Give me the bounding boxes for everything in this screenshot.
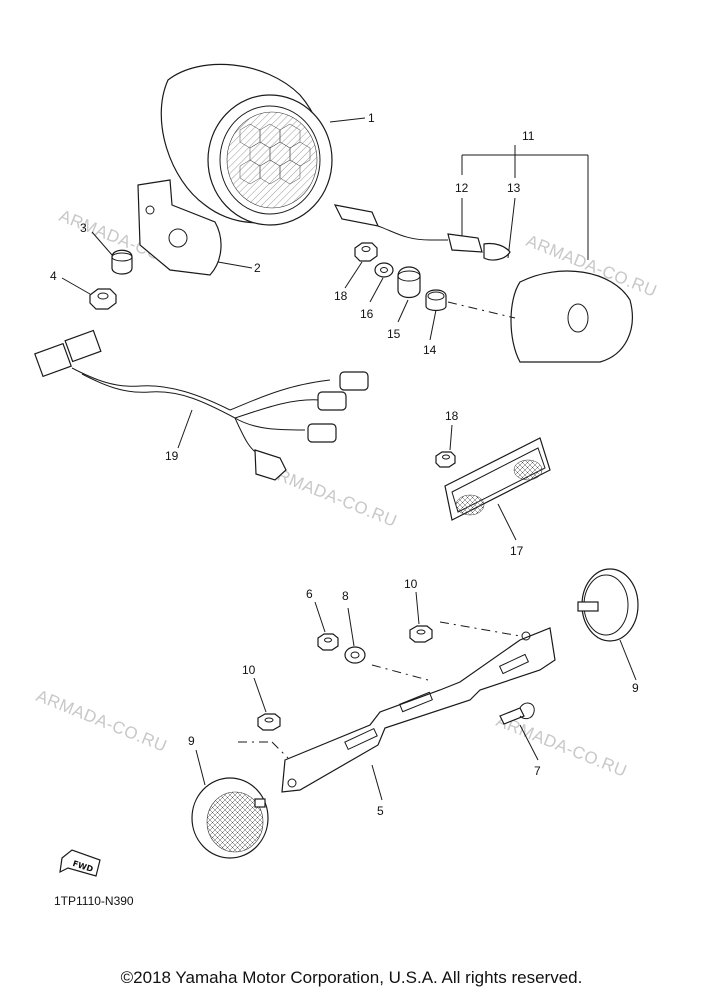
callout-7: 7 [534,764,541,778]
watermark: ARMADA-CO.RU [494,711,630,781]
small-fasteners-top: 18 16 15 14 [334,242,447,357]
callout-14: 14 [423,343,437,357]
watermark: ARMADA-CO.RU [34,686,170,756]
grommet: 3 [80,221,133,275]
callout-9b: 9 [632,681,639,695]
callout-1: 1 [368,111,375,125]
reflector: 17 18 [435,409,551,558]
callout-18a: 18 [334,289,348,303]
callout-8: 8 [342,589,349,603]
callout-19: 19 [165,449,179,463]
wire-harness: 19 [34,329,369,481]
license-bracket-assembly: 5 6 8 10 10 7 [238,577,556,818]
callout-10b: 10 [242,663,256,677]
callout-12: 12 [455,181,469,195]
rear-turn-light-right: 9 [577,568,639,695]
callout-18b: 18 [445,409,459,423]
callout-11: 11 [522,129,535,143]
bracket: 2 [137,179,261,276]
diagram-code: 1TP1110-N390 [54,894,134,908]
callout-2: 2 [254,261,261,275]
callout-5: 5 [377,804,384,818]
callout-3: 3 [80,221,87,235]
copyright-notice: ©2018 Yamaha Motor Corporation, U.S.A. A… [120,968,583,987]
turn-signal-assembly: 11 12 13 [333,129,633,363]
callout-10a: 10 [404,577,418,591]
callout-17: 17 [510,544,524,558]
headlight-assembly: 1 [160,63,375,226]
callout-9a: 9 [188,734,195,748]
rear-turn-light-left: 9 [188,734,269,859]
fwd-arrow-icon: FWD [59,849,101,877]
callout-13: 13 [507,181,521,195]
nut-4: 4 [50,269,117,310]
callout-15: 15 [387,327,401,341]
callout-4: 4 [50,269,57,283]
callout-6: 6 [306,587,313,601]
callout-16: 16 [360,307,374,321]
